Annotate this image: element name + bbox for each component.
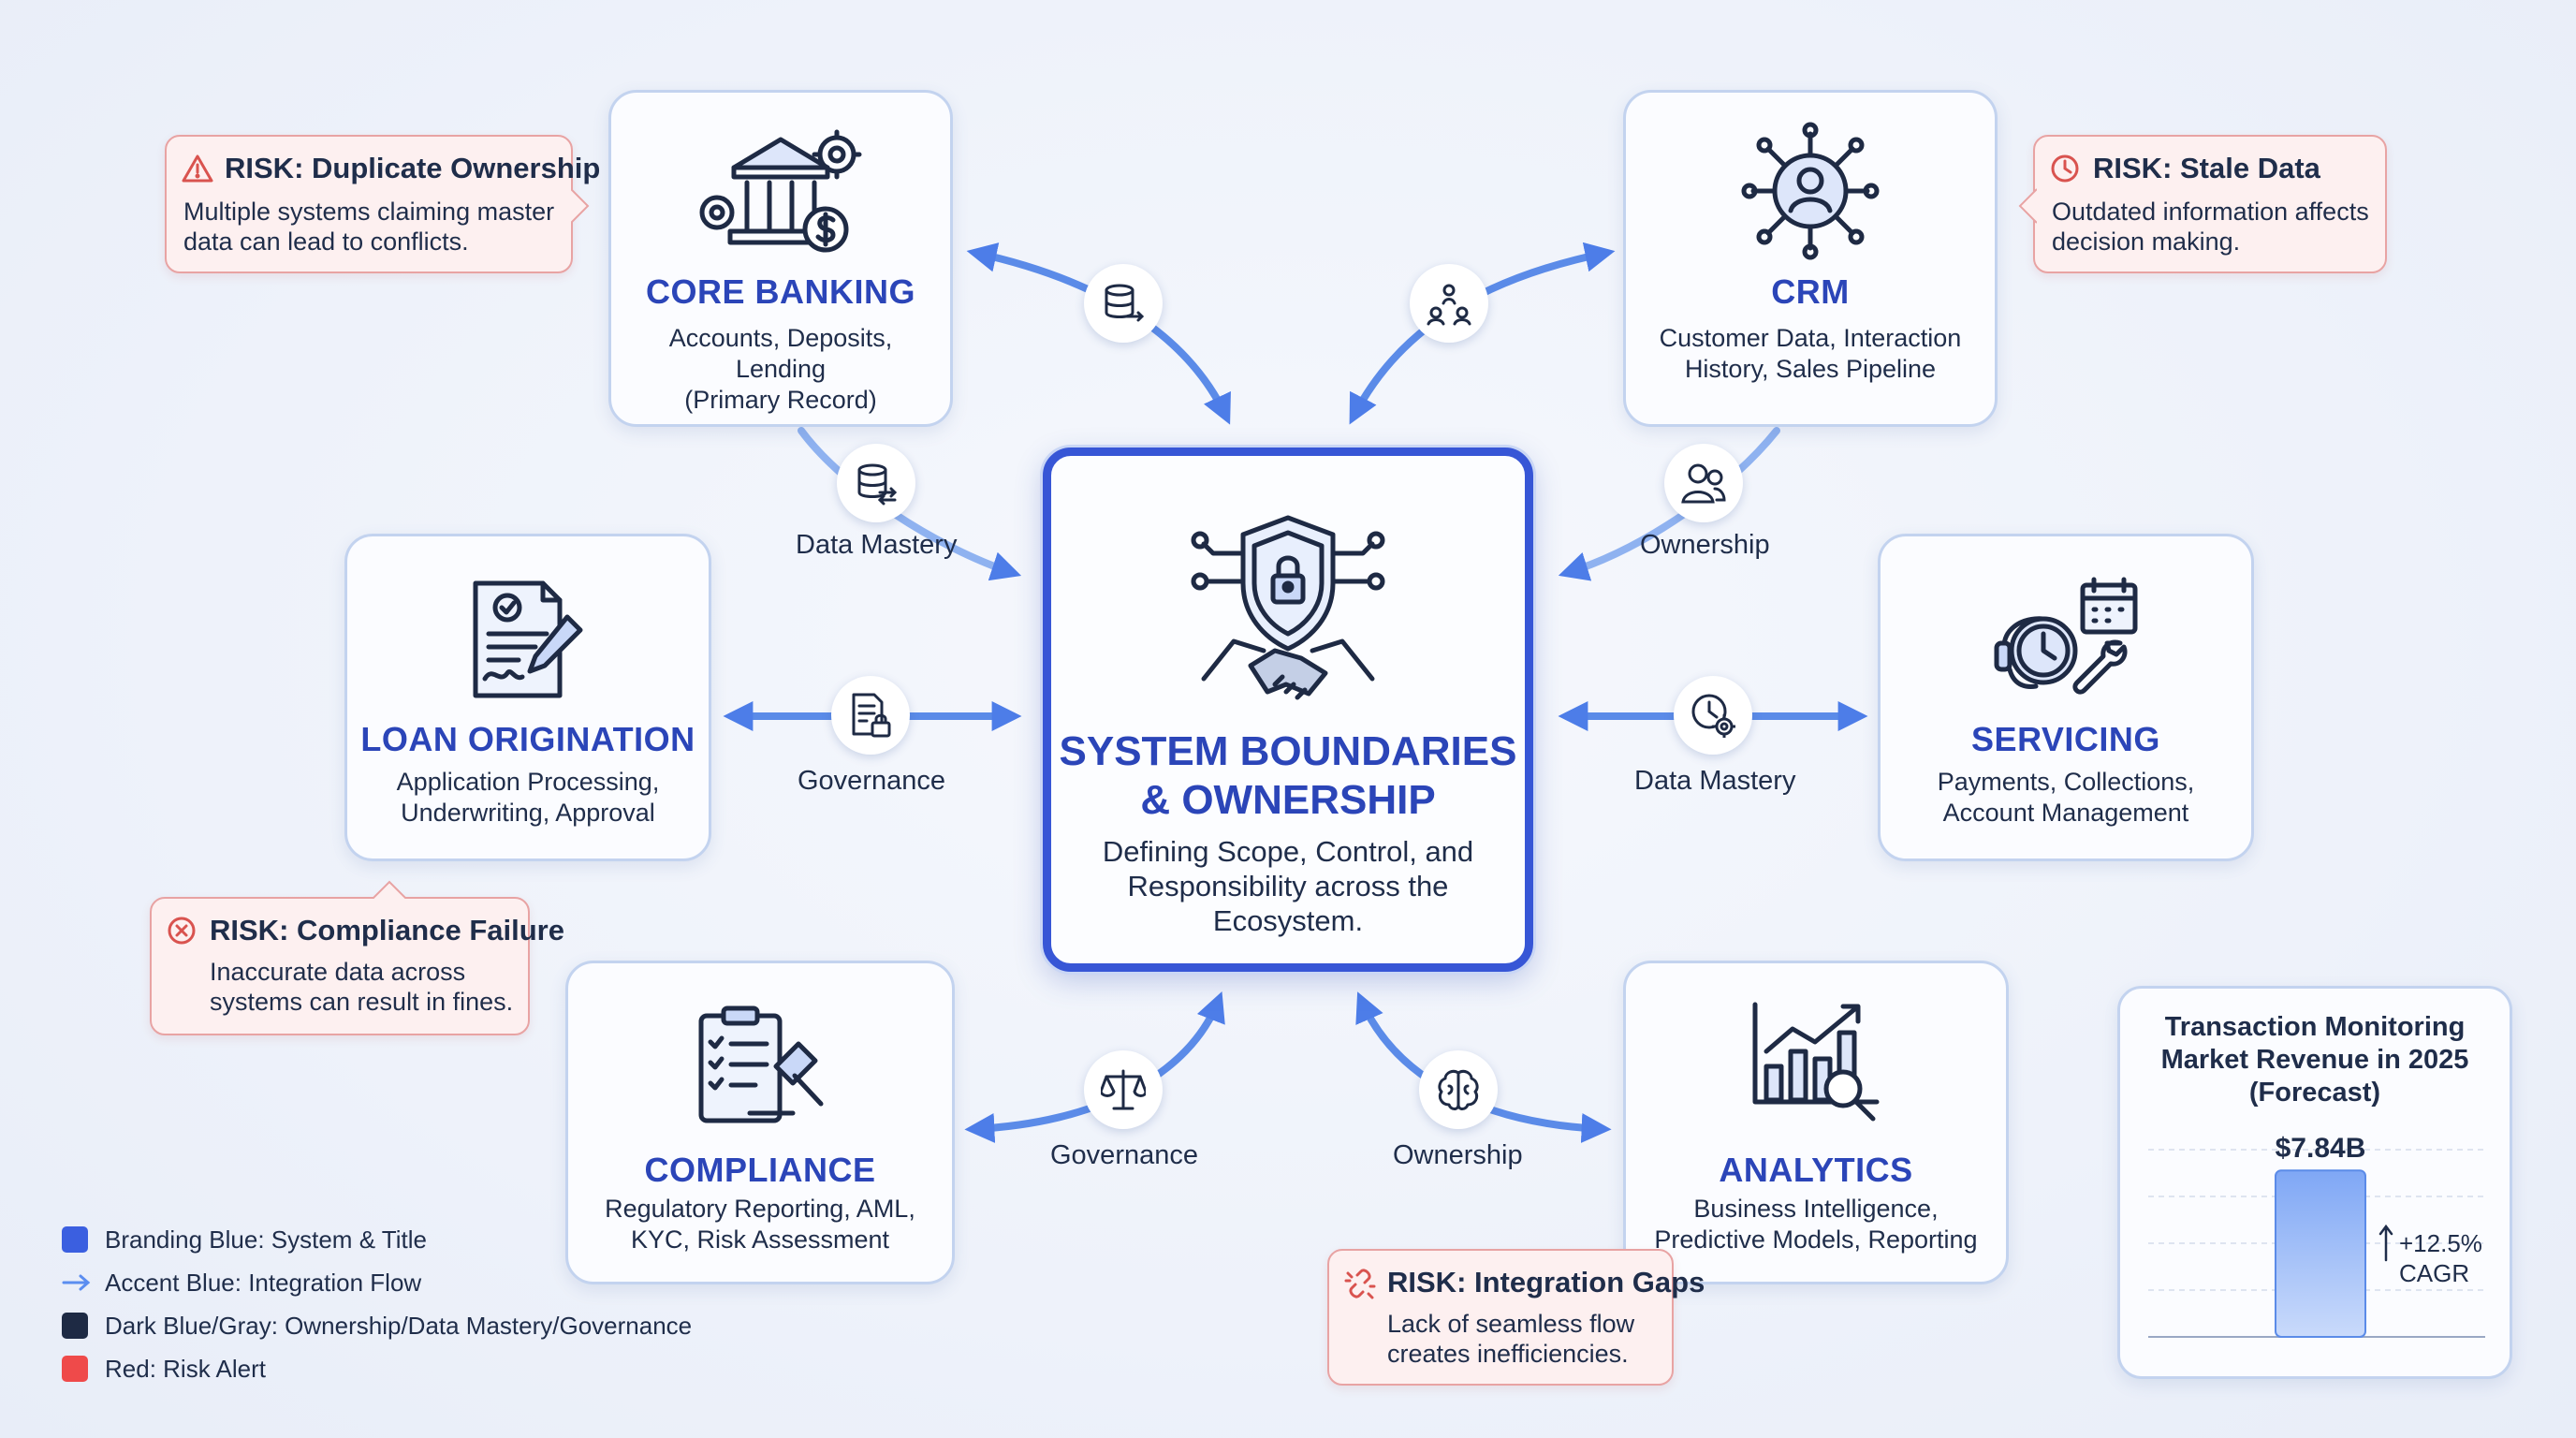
legend-swatch-brand-blue <box>62 1226 88 1253</box>
risk-callout-stale-data[interactable]: RISK: Stale Data Outdated information af… <box>2033 135 2387 273</box>
card-servicing[interactable]: SERVICING Payments, Collections, Account… <box>1878 534 2254 861</box>
legend-label: Branding Blue: System & Title <box>105 1225 427 1254</box>
card-description: Regulatory Reporting, AML, KYC, Risk Ass… <box>605 1195 915 1254</box>
legend-label: Dark Blue/Gray: Ownership/Data Mastery/G… <box>105 1312 693 1340</box>
legend-label: Red: Risk Alert <box>105 1355 266 1383</box>
customer-network-icon <box>1741 122 1880 260</box>
badge-data-mastery-right[interactable] <box>1674 676 1752 755</box>
card-title: CORE BANKING <box>645 272 915 311</box>
connection-label-ownership-bottom: Ownership <box>1393 1140 1523 1170</box>
brain-icon <box>1438 1069 1479 1110</box>
arrow-crm-to-center <box>1349 242 1616 425</box>
connection-label-data-mastery-left: Data Mastery <box>796 530 958 560</box>
card-title: SERVICING <box>1971 720 2160 758</box>
clock-alert-icon <box>2051 154 2079 183</box>
connection-label-governance-left: Governance <box>798 766 945 796</box>
card-description: Accounts, Deposits, Lending (Primary Rec… <box>668 324 893 414</box>
legend-swatch-dark <box>62 1313 88 1339</box>
legend-swatch-red <box>62 1356 88 1382</box>
checklist-gavel-icon <box>698 1005 824 1123</box>
warning-triangle-icon <box>182 154 213 183</box>
card-title: LOAN ORIGINATION <box>360 720 695 758</box>
broken-link-icon <box>1344 1269 1376 1299</box>
x-circle-icon <box>168 917 196 945</box>
card-description: Payments, Collections, Account Managemen… <box>1937 768 2195 827</box>
risk-description: Lack of seamless flow creates inefficien… <box>1387 1310 1635 1368</box>
center-card-system-boundaries[interactable]: SYSTEM BOUNDARIES & OWNERSHIP Defining S… <box>1043 448 1533 972</box>
revenue-bar-chart: $7.84B <box>2148 1133 2485 1338</box>
document-lock-icon <box>852 693 891 738</box>
badge-core-banking-flow[interactable] <box>1084 264 1163 343</box>
scales-icon <box>1101 1069 1146 1110</box>
center-description: Defining Scope, Control, and Responsibil… <box>1102 835 1474 937</box>
risk-description: Multiple systems claiming master data ca… <box>183 198 555 256</box>
database-sync-icon <box>1105 284 1145 322</box>
people-network-icon <box>1427 284 1471 326</box>
card-crm[interactable]: CRM Customer Data, Interaction History, … <box>1623 90 1998 427</box>
card-title: CRM <box>1771 272 1850 311</box>
center-title: SYSTEM BOUNDARIES & OWNERSHIP <box>1059 728 1517 823</box>
clock-gear-icon <box>1691 694 1735 738</box>
stat-title: Transaction Monitoring Market Revenue in… <box>2160 1012 2469 1108</box>
risk-title: RISK: Compliance Failure <box>210 914 564 946</box>
risk-callout-integration-gaps[interactable]: RISK: Integration Gaps Lack of seamless … <box>1327 1249 1705 1386</box>
callout-pointer <box>571 188 590 224</box>
card-title: COMPLIANCE <box>644 1151 876 1189</box>
card-description: Customer Data, Interaction History, Sale… <box>1659 324 1962 383</box>
card-compliance[interactable]: COMPLIANCE Regulatory Reporting, AML, KY… <box>565 961 955 1284</box>
badge-ownership-right[interactable] <box>1664 444 1743 522</box>
badge-crm-flow[interactable] <box>1410 264 1488 343</box>
signed-document-icon <box>473 580 583 698</box>
callout-pointer <box>2018 188 2037 224</box>
risk-callout-duplicate-ownership[interactable]: RISK: Duplicate Ownership Multiple syste… <box>165 135 600 273</box>
callout-pointer <box>372 880 407 899</box>
risk-description: Outdated information affects decision ma… <box>2052 198 2369 256</box>
bar-chart-magnifier-icon <box>1752 1002 1880 1122</box>
revenue-bar <box>2275 1169 2366 1338</box>
support-calendar-wrench-icon <box>1994 577 2138 695</box>
card-title: ANALYTICS <box>1719 1151 1913 1189</box>
card-core-banking[interactable]: CORE BANKING Accounts, Deposits, Lending… <box>608 90 953 427</box>
card-loan-origination[interactable]: LOAN ORIGINATION Application Processing,… <box>344 534 711 861</box>
card-analytics[interactable]: ANALYTICS Business Intelligence, Predict… <box>1623 961 2009 1284</box>
connection-label-ownership-right: Ownership <box>1640 530 1770 560</box>
database-sync-icon <box>857 463 898 506</box>
card-description: Business Intelligence, Predictive Models… <box>1654 1195 1978 1254</box>
risk-title: RISK: Stale Data <box>2093 152 2320 184</box>
connection-label-data-mastery-right: Data Mastery <box>1634 766 1796 796</box>
connection-label-governance-bottom: Governance <box>1050 1140 1198 1170</box>
revenue-value-label: $7.84B <box>2276 1133 2366 1164</box>
market-revenue-card[interactable]: Transaction Monitoring Market Revenue in… <box>2117 986 2512 1379</box>
badge-governance-left[interactable] <box>831 676 910 755</box>
risk-title: RISK: Duplicate Ownership <box>225 152 601 184</box>
card-description: Application Processing, Underwriting, Ap… <box>396 768 660 827</box>
badge-data-mastery-left[interactable] <box>837 444 915 522</box>
badge-ownership-bottom[interactable] <box>1419 1050 1498 1129</box>
growth-arrow-icon <box>2378 1224 2393 1262</box>
badge-governance-bottom[interactable] <box>1084 1050 1163 1129</box>
shield-handshake-icon <box>1191 515 1385 700</box>
legend-label: Accent Blue: Integration Flow <box>105 1269 422 1297</box>
users-icon <box>1681 463 1726 504</box>
bank-gear-dollar-icon <box>699 129 862 253</box>
arrow-right-icon <box>62 1274 91 1291</box>
risk-callout-compliance-failure[interactable]: RISK: Compliance Failure Inaccurate data… <box>150 897 564 1035</box>
risk-title: RISK: Integration Gaps <box>1387 1266 1705 1299</box>
growth-label: +12.5% CAGR <box>2399 1229 2482 1287</box>
risk-description: Inaccurate data across systems can resul… <box>210 958 514 1016</box>
